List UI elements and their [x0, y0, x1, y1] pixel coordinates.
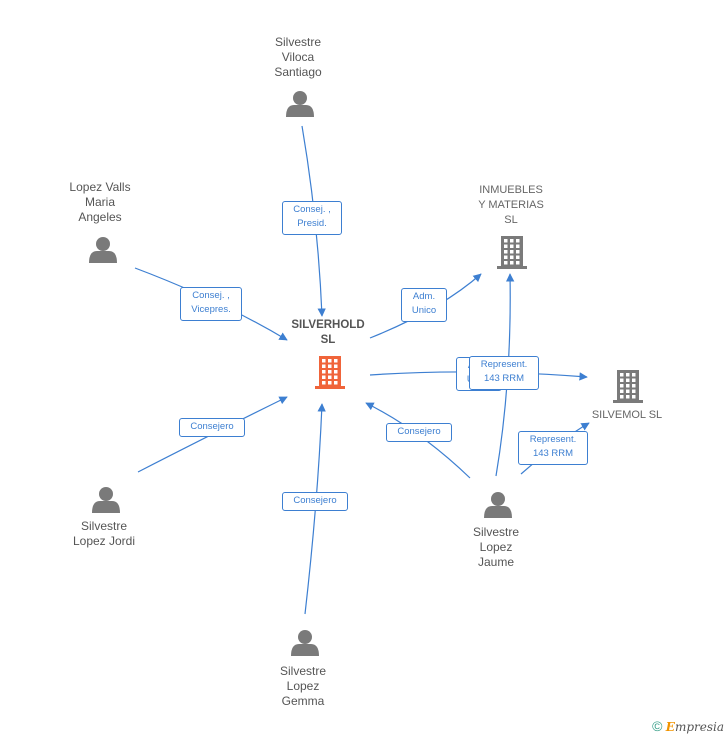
node-label-silverhold[interactable]: SILVERHOLD SL — [291, 319, 365, 346]
person-icon[interactable] — [89, 237, 117, 263]
edge-label-silverhold-to-inmuebles[interactable]: Adm. Unico — [401, 288, 447, 322]
node-label-inmuebles[interactable]: INMUEBLES Y MATERIAS SL — [478, 183, 544, 226]
person-icon[interactable] — [286, 91, 314, 117]
edge-label-jaume-to-silverhold[interactable]: Consejero — [386, 422, 452, 442]
copyright-icon: © — [652, 718, 663, 734]
building-icon[interactable] — [315, 356, 345, 389]
node-label-lopez_valls[interactable]: Lopez Valls Maria Angeles — [69, 179, 131, 224]
brand-logo: Empresia — [665, 720, 724, 734]
node-label-viloca[interactable]: Silvestre Viloca Santiago — [274, 34, 322, 79]
edge-label-jordi-to-silverhold[interactable]: Consejero — [179, 417, 245, 437]
building-icon[interactable] — [613, 370, 643, 403]
node-label-jaume[interactable]: Silvestre Lopez Jaume — [472, 524, 519, 569]
person-icon[interactable] — [92, 487, 120, 513]
footer-brand: © Empresia — [652, 718, 724, 734]
node-label-gemma[interactable]: Silvestre Lopez Gemma — [279, 663, 326, 708]
edge-label-viloca-to-silverhold[interactable]: Consej. , Presid. — [282, 201, 342, 235]
edge-label-jaume-to-silvemol[interactable]: Represent. 143 RRM — [518, 431, 588, 465]
person-icon[interactable] — [484, 492, 512, 518]
edge-label-lopez_valls-to-silverhold[interactable]: Consej. , Vicepres. — [180, 287, 242, 321]
building-icon[interactable] — [497, 236, 527, 269]
edge-label-gemma-to-silverhold[interactable]: Consejero — [282, 491, 348, 511]
person-icon[interactable] — [291, 630, 319, 656]
node-label-jordi[interactable]: Silvestre Lopez Jordi — [72, 519, 136, 548]
node-label-silvemol[interactable]: SILVEMOL SL — [591, 408, 663, 421]
edge-label-jaume-to-inmuebles[interactable]: Represent. 143 RRM — [469, 356, 539, 390]
